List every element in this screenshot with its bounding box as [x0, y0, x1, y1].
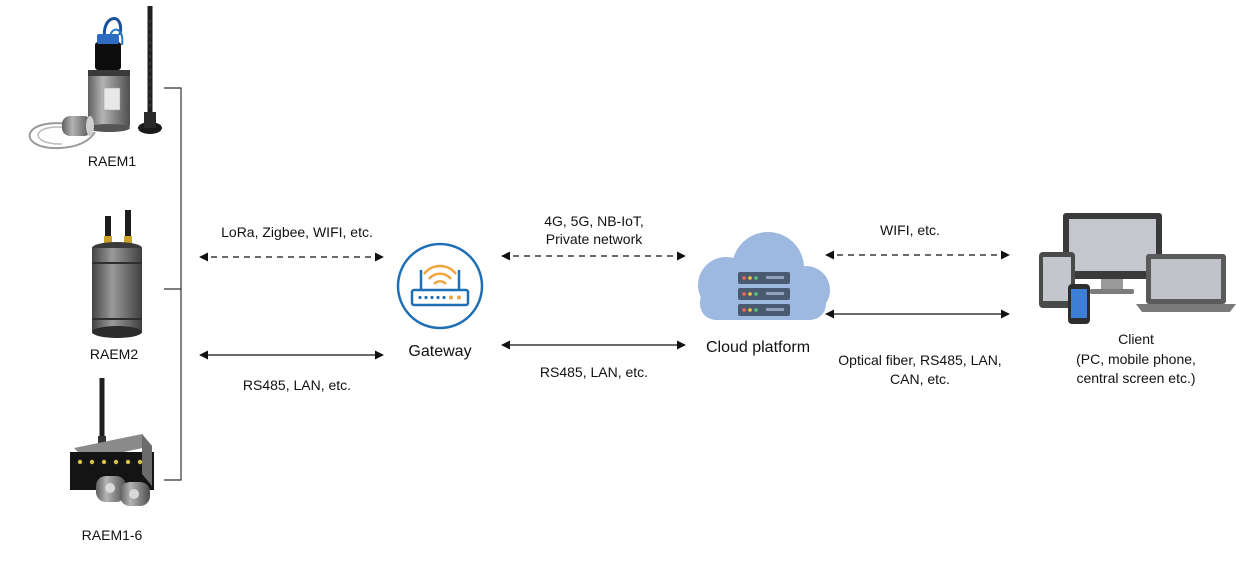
channel-leds [77, 459, 143, 465]
cloud-client-wireless-label: WIFI, etc. [880, 222, 940, 238]
device-gateway-wireless-label: LoRa, Zigbee, WIFI, etc. [221, 224, 373, 240]
raem1-label: RAEM1 [87, 153, 137, 169]
raem1-6-label: RAEM1-6 [81, 527, 143, 543]
client-label-1: Client [1118, 331, 1154, 347]
raem1-device-image [28, 6, 162, 150]
cloud-client-wired-label-2: CAN, etc. [890, 371, 950, 387]
client-label-3: central screen etc.) [1076, 370, 1196, 386]
server-stack [738, 272, 790, 316]
raem2-label: RAEM2 [89, 346, 139, 362]
raem2-device-image [92, 210, 142, 338]
device-bracket [164, 87, 182, 481]
gateway-cloud-wireless-label-2: Private network [545, 231, 643, 247]
client-devices-icon [1039, 213, 1236, 324]
gateway-label: Gateway [408, 343, 472, 360]
device-gateway-wired-label: RS485, LAN, etc. [242, 377, 352, 393]
client-label-2: (PC, mobile phone, [1076, 351, 1196, 367]
cloud-server-icon [698, 232, 830, 320]
gateway-cloud-wireless-label-1: 4G, 5G, NB-IoT, [544, 213, 644, 229]
cloud-platform-label: Cloud platform [705, 339, 811, 356]
raem1-6-device-image [70, 378, 154, 506]
connection-arrows [199, 250, 1010, 360]
cloud-client-wired-label-1: Optical fiber, RS485, LAN, [838, 352, 1002, 368]
gateway-icon [396, 242, 484, 330]
gateway-cloud-wired-label: RS485, LAN, etc. [539, 364, 649, 380]
